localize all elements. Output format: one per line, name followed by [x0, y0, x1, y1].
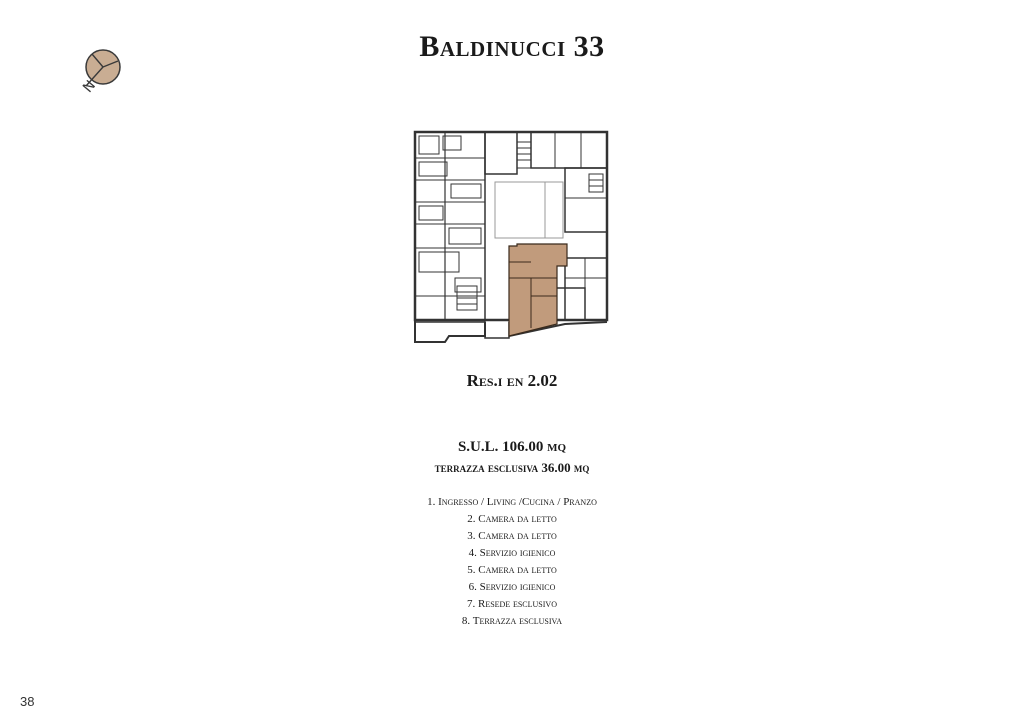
room-item: 2. Camera da letto: [467, 513, 557, 525]
sul-area: S.U.L. 106.00 mq: [457, 439, 567, 455]
room-item: 6. Servizio igienico: [468, 581, 556, 593]
terrace-area: terrazza esclusiva 36.00 mq: [434, 460, 590, 475]
page-title: Baldinucci 33: [419, 30, 605, 63]
north-compass-icon: N: [80, 49, 121, 96]
room-item: 7. Resede esclusivo: [467, 598, 557, 610]
area-summary: S.U.L. 106.00 mq terrazza esclusiva 36.0…: [0, 436, 1024, 478]
unit-name: Res.i en 2.02: [466, 371, 558, 390]
room-item: 1. Ingresso / Living /Cucina / Pranzo: [427, 496, 597, 508]
room-item: 3. Camera da letto: [467, 530, 557, 542]
floor-plan: [413, 130, 609, 343]
page-number: 38: [20, 694, 35, 709]
room-item: 8. Terrazza esclusiva: [461, 615, 563, 627]
room-item: 4. Servizio igienico: [468, 547, 556, 559]
room-item: 5. Camera da letto: [467, 564, 557, 576]
highlighted-unit: [508, 243, 568, 337]
room-list: 1. Ingresso / Living /Cucina / Pranzo 2.…: [0, 494, 1024, 630]
